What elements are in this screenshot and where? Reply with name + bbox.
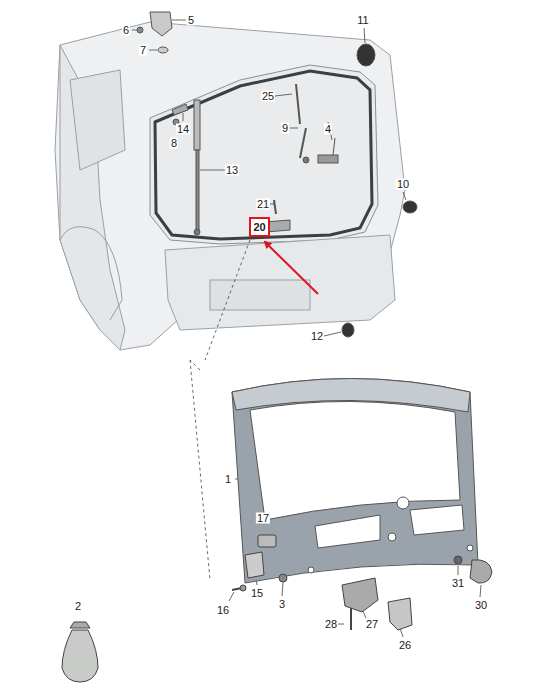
callout-number: 15	[250, 588, 264, 599]
callout-number: 4	[324, 124, 332, 135]
callout-number: 2	[74, 601, 82, 612]
callout-number: 21	[256, 199, 270, 210]
callout-number: 20	[253, 222, 265, 233]
callout-number: 30	[474, 600, 488, 611]
tailgate-parts	[62, 535, 492, 682]
highlight-arrow	[265, 242, 318, 294]
callout-number: 3	[278, 599, 286, 610]
callout-number: 6	[122, 25, 130, 36]
callout-number: 31	[451, 578, 465, 589]
callout-number: 11	[356, 15, 369, 26]
callout-number: 1	[224, 474, 232, 485]
callout-number: 17	[256, 513, 270, 524]
highlight-box: 20	[249, 217, 270, 237]
callout-number: 8	[170, 138, 178, 149]
callout-number: 28	[324, 619, 338, 630]
leader-lines	[132, 20, 481, 637]
callout-number: 12	[310, 331, 324, 342]
callout-number: 13	[225, 165, 239, 176]
callout-number: 26	[398, 640, 412, 651]
callout-number: 10	[396, 179, 410, 190]
callout-number: 5	[187, 15, 195, 26]
callout-number: 25	[261, 91, 275, 102]
callout-number: 7	[139, 45, 147, 56]
car-body	[55, 22, 405, 350]
body-parts	[137, 12, 417, 337]
callout-number: 27	[365, 619, 379, 630]
callout-number: 14	[176, 124, 190, 135]
callout-number: 16	[216, 605, 230, 616]
callout-number: 9	[281, 123, 289, 134]
tailgate	[232, 379, 478, 584]
